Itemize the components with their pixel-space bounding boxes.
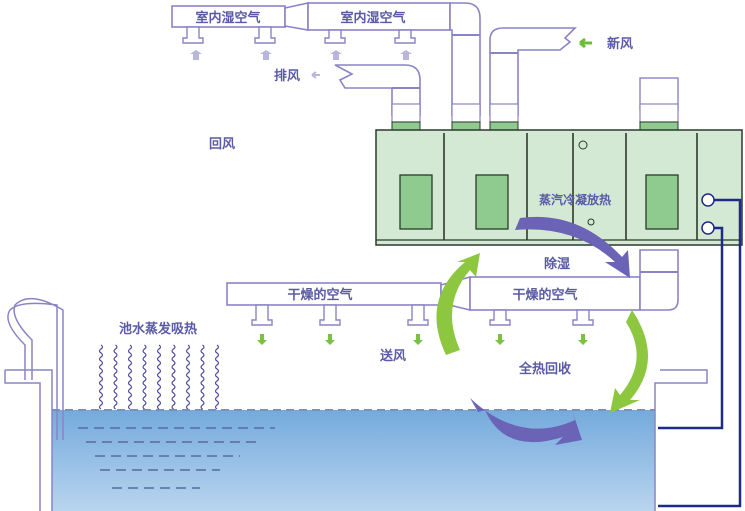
access-door-1 — [399, 174, 433, 230]
fresh-air-arrow-icon — [579, 37, 592, 49]
evaporation-wave — [127, 344, 133, 410]
purple-arrow-top — [515, 216, 630, 278]
dry-air-label-1: 干燥的空气 — [287, 287, 352, 303]
heat-pipe — [658, 198, 742, 508]
green-arrow-left — [436, 253, 480, 355]
exhaust-arrow-icon — [311, 71, 320, 79]
indoor-humid-air-label-1: 室内湿空气 — [195, 10, 260, 26]
green-arrow-right — [610, 310, 649, 413]
evaporation-waves — [98, 344, 220, 410]
fresh-air-label: 新风 — [607, 36, 633, 52]
exhaust-air-label: 排风 — [274, 68, 300, 84]
pool-right-wall — [654, 369, 708, 511]
purple-arrow-bottom — [470, 398, 582, 445]
pool-ladder — [7, 297, 64, 440]
indoor-humid-air-label-2: 室内湿空气 — [340, 10, 405, 26]
dry-air-label-2: 干燥的空气 — [512, 287, 577, 303]
steam-condense-label: 蒸汽冷凝放热 — [539, 192, 611, 207]
evaporation-wave — [98, 344, 104, 410]
exhaust-duct — [311, 64, 421, 116]
supply-duct — [226, 249, 679, 345]
pool-water — [52, 410, 655, 511]
evaporation-wave — [142, 344, 147, 410]
supply-air-label: 送风 — [379, 348, 406, 364]
pool — [4, 297, 708, 511]
evaporation-wave — [185, 344, 191, 410]
heat-recovery-label: 全热回收 — [518, 361, 572, 377]
dehumidify-label: 除湿 — [544, 256, 570, 272]
pool-left-wall — [4, 369, 53, 511]
pool-evaporation-label: 池水蒸发吸热 — [119, 321, 197, 337]
return-duct — [171, 2, 481, 116]
evaporation-wave — [200, 344, 205, 410]
fresh-air-duct — [489, 27, 592, 116]
evaporation-wave — [171, 344, 176, 410]
return-air-label: 回风 — [209, 137, 235, 152]
access-door-2 — [475, 174, 509, 230]
evaporation-wave — [214, 344, 220, 410]
access-door-3 — [645, 174, 679, 230]
evaporation-wave — [156, 344, 162, 410]
evaporation-wave — [113, 344, 118, 410]
